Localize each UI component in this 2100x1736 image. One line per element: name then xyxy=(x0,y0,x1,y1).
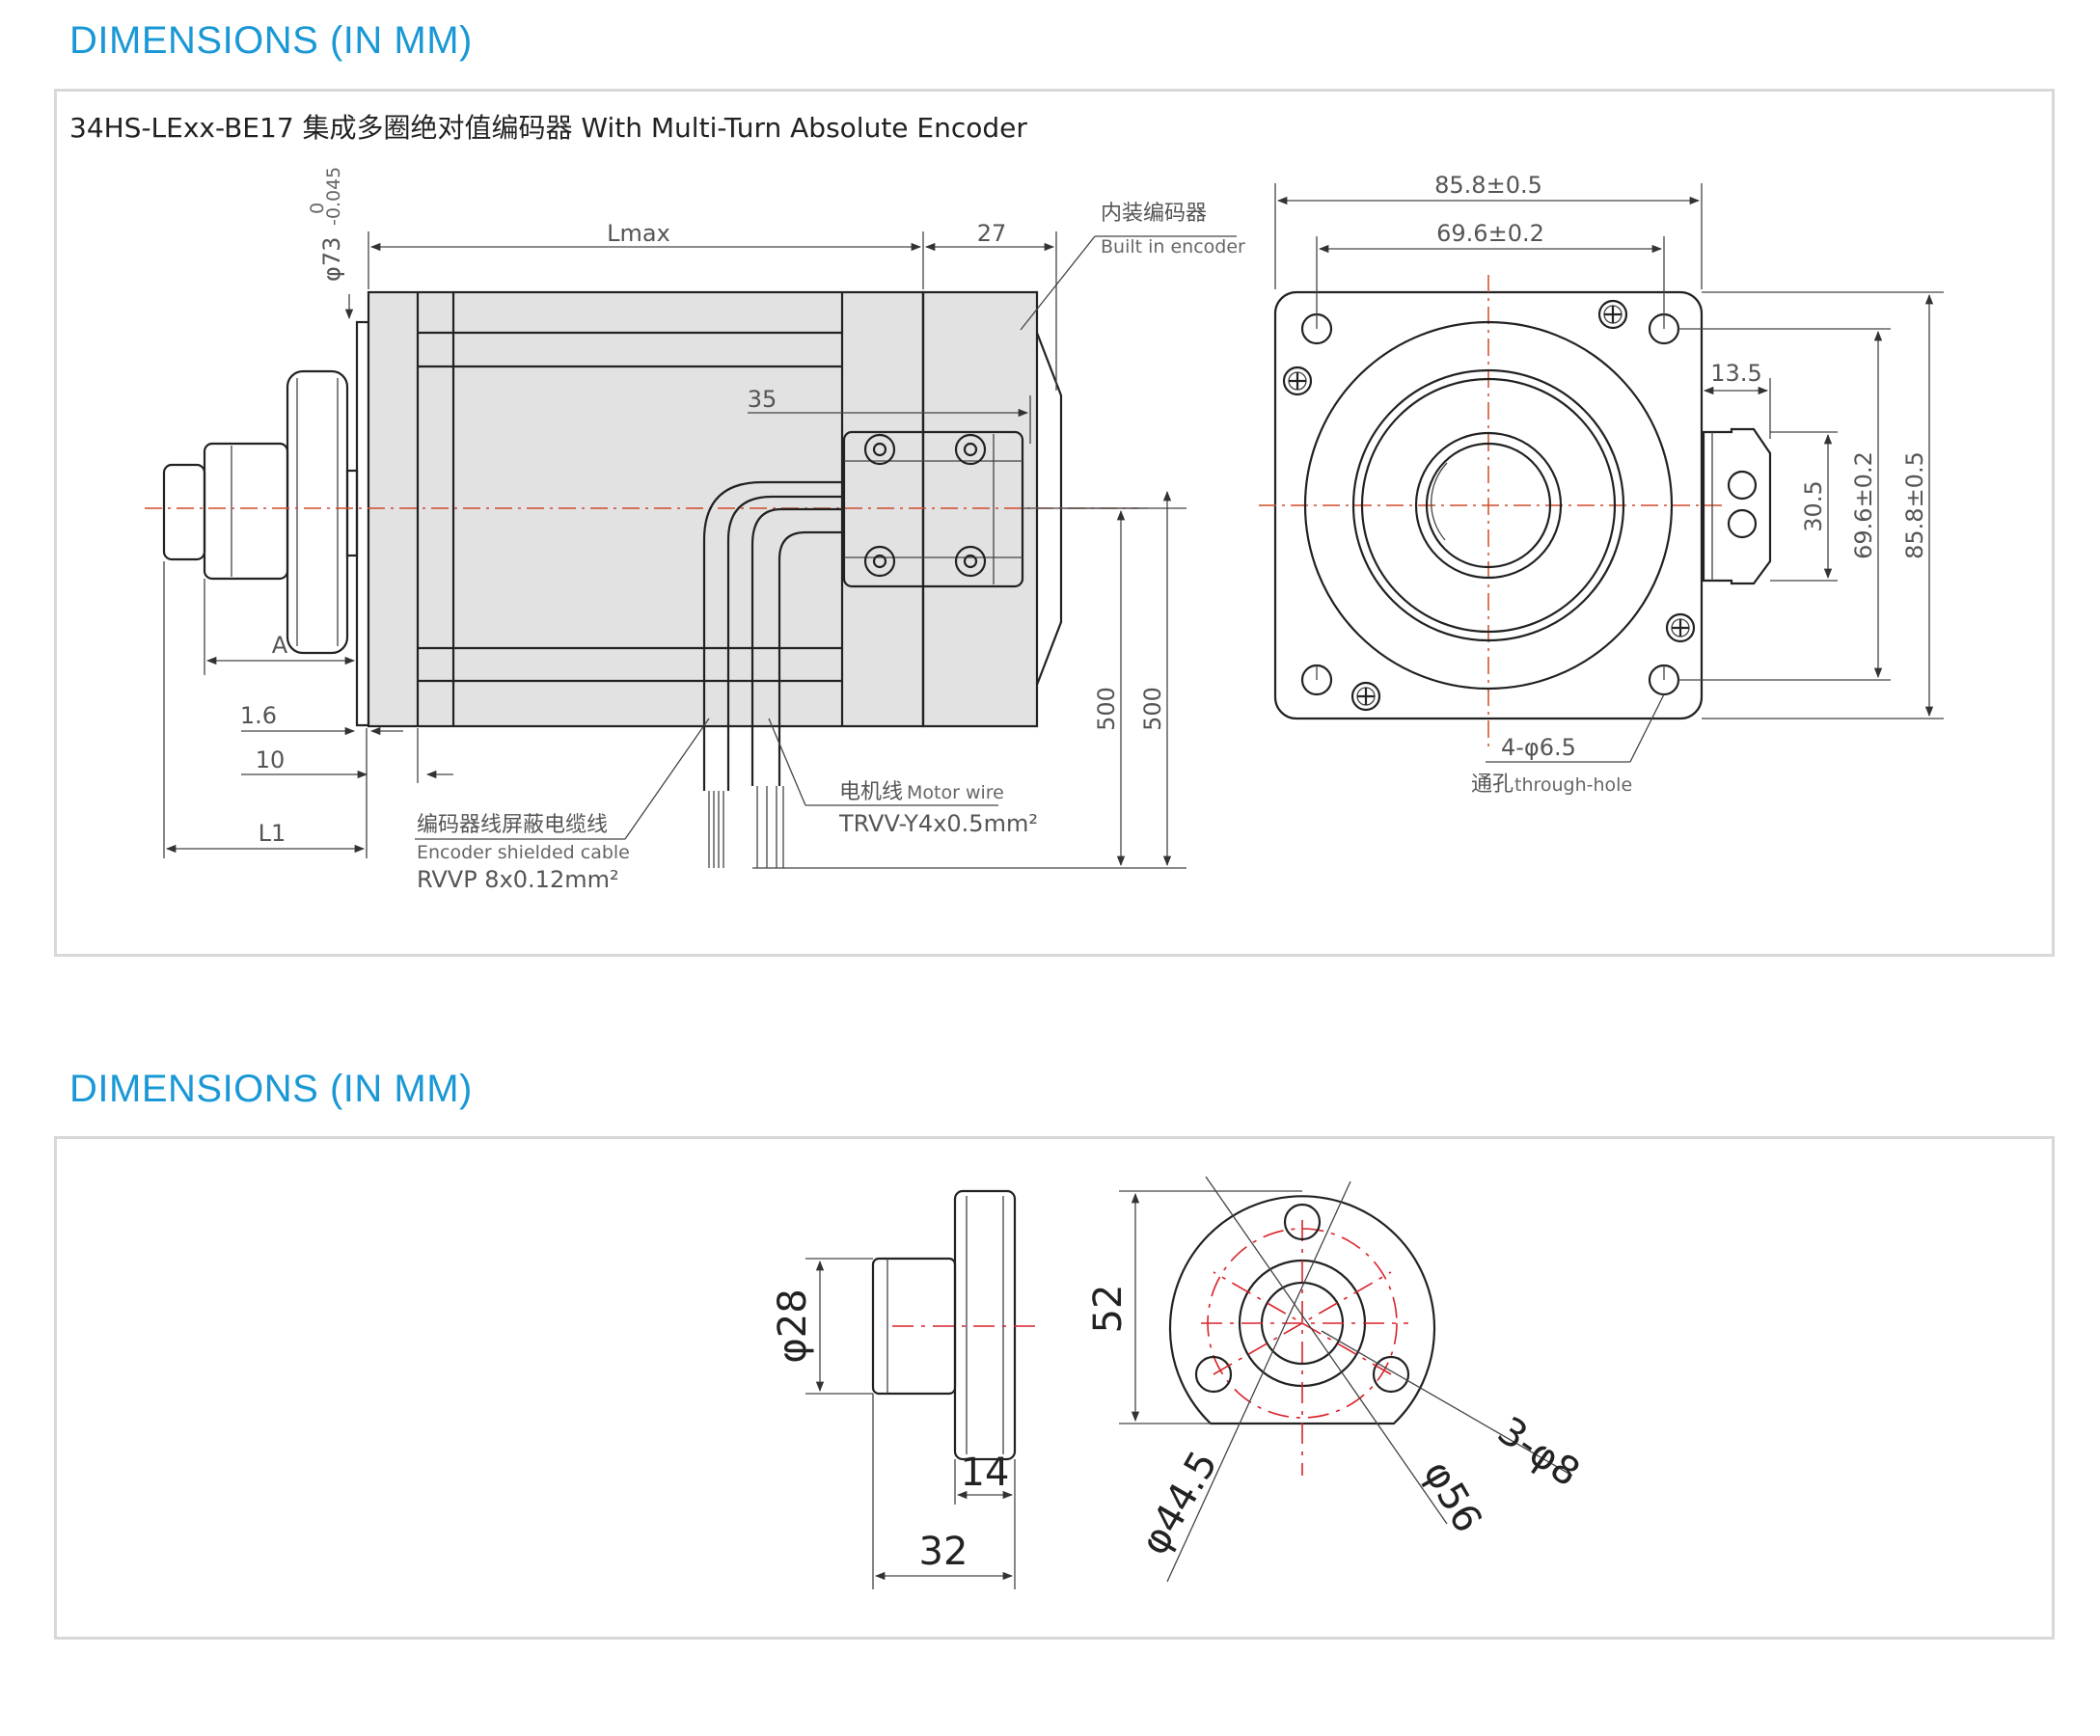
encoder-cable-cn: 编码器线屏蔽电缆线 xyxy=(417,813,608,837)
adapter-diameter: φ56 xyxy=(1414,1453,1489,1540)
hole-note-en: through-hole xyxy=(1514,774,1632,796)
motor-side-view: φ73 0 -0.045 Lmax 27 内装编码器 Built in enco… xyxy=(145,167,1245,893)
hole-spacing-v-label: 69.6±0.2 xyxy=(1850,451,1877,559)
mounting-hole xyxy=(1300,312,1333,345)
shaft-l1-label: L1 xyxy=(259,820,286,847)
motor-wire-cn: 电机线 xyxy=(839,780,903,804)
mounting-hole xyxy=(1648,664,1680,696)
drawing-caption: 34HS-LExx-BE17 集成多圈绝对值编码器 With Multi-Tur… xyxy=(69,112,1027,144)
lmax-label: Lmax xyxy=(607,220,670,247)
encoder-length-label: 27 xyxy=(977,220,1007,247)
motor-wire-spec: TRVV-Y4x0.5mm² xyxy=(838,810,1038,837)
shaft-a-label: A xyxy=(272,632,288,659)
section-title-2: DIMENSIONS (IN MM) xyxy=(69,1068,473,1110)
encoder-cable-spec: RVVP 8x0.12mm² xyxy=(417,866,619,893)
mounting-hole xyxy=(1300,664,1333,696)
cable-length-1: 500 xyxy=(1093,687,1120,731)
diameter-label: φ73 xyxy=(318,237,345,282)
screw-icon xyxy=(1350,681,1381,712)
hole-spacing-label: 69.6±0.2 xyxy=(1436,220,1544,247)
motor-front-view: 85.8±0.5 69.6±0.2 13.5 30.5 69.6±0.2 xyxy=(1259,172,1944,797)
cable-length-2: 500 xyxy=(1139,687,1166,731)
adapter-pcd: φ44.5 xyxy=(1132,1444,1227,1562)
holes-label: 4-φ6.5 xyxy=(1501,734,1576,761)
adapter-height: 52 xyxy=(1086,1285,1131,1334)
adapter-side-view: φ28 14 32 xyxy=(771,1189,1037,1589)
encoder-label-en: Built in encoder xyxy=(1101,236,1245,258)
section-title-1: DIMENSIONS (IN MM) xyxy=(69,19,473,62)
adapter-flange-thickness: 14 xyxy=(961,1451,1010,1495)
adapter-total-length: 32 xyxy=(919,1530,968,1574)
adapter-holes: 3-φ8 xyxy=(1489,1409,1588,1496)
cable-offset-label: 35 xyxy=(748,386,777,413)
flange-thickness-label: 1.6 xyxy=(240,702,277,729)
motor-wire-en: Motor wire xyxy=(907,782,1004,803)
mounting-hole xyxy=(1648,312,1680,345)
outer-width-label: 85.8±0.5 xyxy=(1434,172,1542,199)
screw-icon xyxy=(1665,612,1696,643)
encoder-cable-en: Encoder shielded cable xyxy=(417,842,630,863)
encoder-label-cn: 内装编码器 xyxy=(1101,202,1207,226)
connector-offset-label: 13.5 xyxy=(1710,360,1761,387)
adapter-shaft-diameter: φ28 xyxy=(771,1288,815,1363)
boss-length-label: 10 xyxy=(256,746,286,773)
outer-height-label: 85.8±0.5 xyxy=(1901,451,1928,559)
diameter-tolerance-lower: -0.045 xyxy=(323,167,344,226)
connector-height-label: 30.5 xyxy=(1800,480,1827,531)
screw-icon xyxy=(1282,366,1313,396)
hole-note-cn: 通孔 xyxy=(1471,773,1514,797)
diameter-tolerance-upper: 0 xyxy=(307,203,328,214)
screw-icon xyxy=(1597,299,1628,330)
adapter-front-view: 52 3-φ8 φ44.5 φ56 xyxy=(1086,1176,1588,1583)
